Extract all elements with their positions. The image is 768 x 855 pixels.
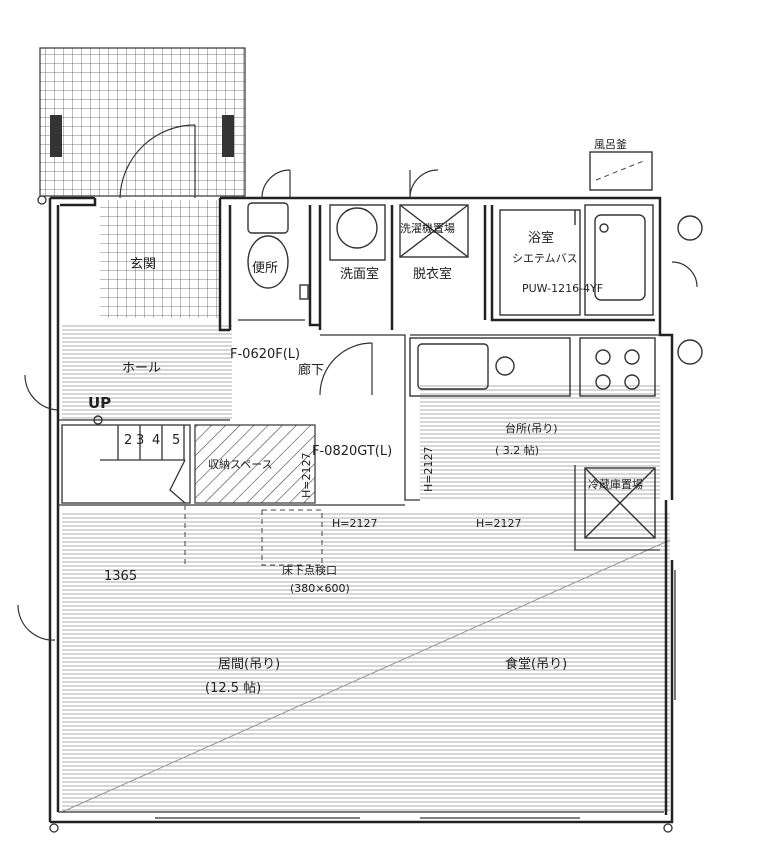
room-label-storage: 収納スペース <box>208 458 273 471</box>
fridge-space <box>584 467 656 539</box>
kitchen-counter <box>409 337 656 397</box>
doors <box>17 124 698 641</box>
floor-hatch-size: (380×600) <box>290 582 350 595</box>
porch <box>39 47 246 197</box>
stair-step-5: 5 <box>172 433 180 448</box>
room-label-washroom: 洗面室 <box>340 266 379 282</box>
room-label-living: 居間(吊り) <box>218 657 280 672</box>
bath-code-label: PUW-1216-4YF <box>522 282 603 295</box>
bath-model-label: シエテムバス <box>512 252 578 265</box>
up-label: UP <box>88 394 111 412</box>
toilet-fixture <box>247 202 309 300</box>
height-label-4: H=2127 <box>300 453 313 498</box>
kitchen-size-label: ( 3.2 帖) <box>495 444 539 457</box>
floor-hatch-label: 床下点検口 <box>282 563 337 577</box>
laundry-box <box>399 204 469 258</box>
windows <box>155 570 676 819</box>
hall-floor <box>62 325 232 420</box>
stair-step-4: 4 <box>152 433 160 448</box>
living-dining-floor <box>61 512 671 813</box>
door-code-1: F-0620F(L) <box>230 347 300 362</box>
stair-step-2: 2 <box>124 433 132 448</box>
room-label-toilet: 便所 <box>252 261 278 276</box>
floor-diagonal <box>61 539 671 813</box>
room-label-kitchen: 台所(吊り) <box>505 421 558 435</box>
outer-walls <box>37 195 674 833</box>
kitchen-floor <box>420 385 660 500</box>
inner-walls <box>58 198 660 551</box>
room-label-bath: 浴室 <box>528 230 554 246</box>
room-label-hall: ホール <box>122 361 161 376</box>
height-label-3: H=2127 <box>422 447 435 492</box>
height-label-1: H=2127 <box>332 517 377 530</box>
room-label-corridor: 廊下 <box>298 362 324 378</box>
washbasin <box>329 204 386 261</box>
bathtub <box>499 204 654 316</box>
stairs <box>61 415 191 504</box>
living-size-label: (12.5 帖) <box>205 681 261 696</box>
room-label-fridge: 冷蔵庫置場 <box>588 477 643 491</box>
room-label-dining: 食堂(吊り) <box>505 656 567 672</box>
boiler <box>589 151 703 365</box>
height-label-2: H=2127 <box>476 517 521 530</box>
storage-hatch <box>194 424 316 504</box>
room-label-entrance: 玄関 <box>130 257 156 272</box>
room-label-laundry: 洗濯機置場 <box>400 221 455 235</box>
room-label-dressing: 脱衣室 <box>413 266 452 282</box>
floor-hatch-outline <box>261 509 323 566</box>
entrance-floor <box>100 200 220 318</box>
room-label-boiler: 風呂釜 <box>594 137 627 151</box>
stair-step-3: 3 <box>136 433 144 448</box>
door-code-2: F-0820GT(L) <box>312 444 392 459</box>
dimension-label: 1365 <box>104 569 137 584</box>
